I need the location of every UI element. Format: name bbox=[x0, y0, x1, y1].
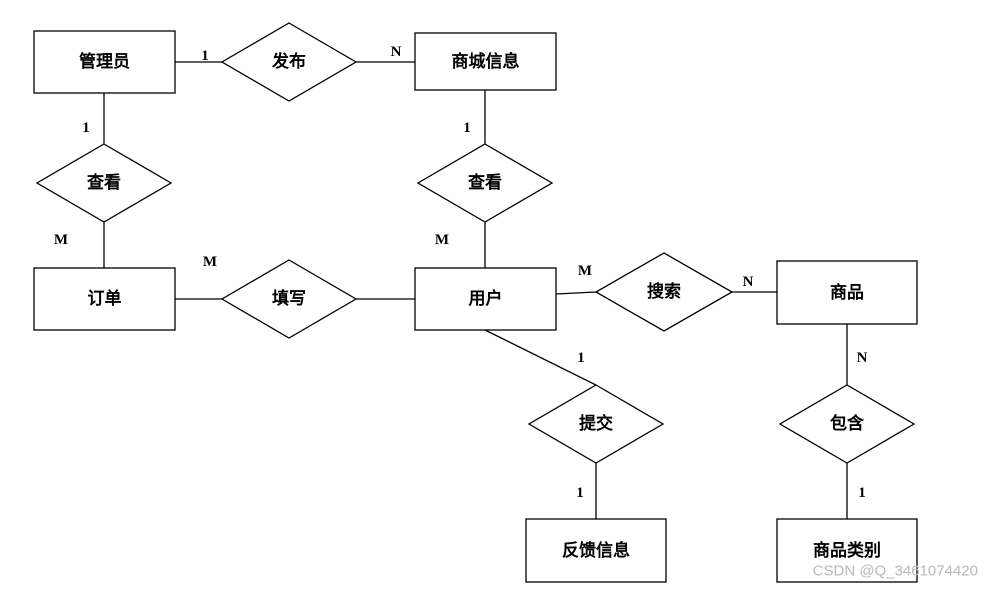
entity-box bbox=[776, 518, 918, 583]
relation-submit: 提交 bbox=[527, 384, 665, 464]
relation-fill: 填写 bbox=[220, 259, 358, 339]
cardinality-user-submit: 1 bbox=[577, 350, 585, 366]
cardinality-admin-publish: 1 bbox=[201, 48, 209, 64]
cardinality-admin-view: 1 bbox=[82, 120, 90, 136]
relation-label: 查看 bbox=[467, 172, 502, 193]
cardinalities: 1 N 1 M 1 M M M N 1 1 N 1 bbox=[54, 44, 868, 501]
relation-diamond bbox=[527, 384, 665, 464]
relation-diamond bbox=[220, 259, 358, 339]
entity-label: 反馈信息 bbox=[562, 540, 630, 561]
entity-label: 用户 bbox=[469, 288, 503, 309]
relation-label: 查看 bbox=[86, 172, 121, 193]
relation-search: 搜索 bbox=[594, 252, 734, 332]
relation-diamond bbox=[778, 384, 916, 464]
relation-label: 包含 bbox=[830, 413, 865, 434]
edge-user-submit bbox=[484, 329, 597, 386]
relation-label: 提交 bbox=[579, 413, 613, 434]
entity-order: 订单 bbox=[33, 267, 176, 331]
relation-label: 填写 bbox=[272, 288, 306, 309]
cardinality-user-search: M bbox=[578, 263, 592, 279]
entity-category: 商品类别 bbox=[776, 518, 918, 583]
entity-label: 订单 bbox=[88, 288, 122, 309]
entity-mall-info: 商城信息 bbox=[414, 32, 557, 91]
entity-feedback: 反馈信息 bbox=[525, 518, 667, 583]
entity-box bbox=[33, 30, 176, 94]
edges bbox=[103, 61, 848, 519]
cardinality-contain-category: 1 bbox=[858, 485, 866, 501]
watermark: CSDN @Q_3461074420 bbox=[813, 563, 978, 580]
cardinality-view-order: M bbox=[54, 232, 68, 248]
relation-diamond bbox=[35, 143, 173, 223]
relation-admin-view: 查看 bbox=[35, 143, 173, 223]
entity-box bbox=[776, 260, 918, 325]
entity-box bbox=[414, 267, 557, 331]
relation-diamond bbox=[594, 252, 734, 332]
cardinality-order-fill: M bbox=[203, 254, 217, 270]
cardinality-search-product: N bbox=[743, 274, 754, 290]
cardinality-view-user: M bbox=[435, 232, 449, 248]
entity-label: 商城信息 bbox=[452, 51, 520, 72]
relation-diamond bbox=[220, 22, 358, 102]
entity-product: 商品 bbox=[776, 260, 918, 325]
entity-box bbox=[414, 32, 557, 91]
entity-label: 商品 bbox=[830, 282, 864, 303]
entity-admin: 管理员 bbox=[33, 30, 176, 94]
entity-box bbox=[33, 267, 176, 331]
cardinality-publish-mall-info: N bbox=[391, 44, 402, 60]
cardinality-product-contain: N bbox=[857, 350, 868, 366]
cardinality-mall-info-view: 1 bbox=[463, 120, 471, 136]
entity-label: 管理员 bbox=[79, 51, 130, 72]
relation-publish: 发布 bbox=[220, 22, 358, 102]
relation-label: 搜索 bbox=[647, 281, 681, 302]
entity-user: 用户 bbox=[414, 267, 557, 331]
relation-contain: 包含 bbox=[778, 384, 916, 464]
entity-label: 商品类别 bbox=[813, 540, 881, 561]
entity-box bbox=[525, 518, 667, 583]
cardinality-submit-feedback: 1 bbox=[576, 485, 584, 501]
edge-user-search bbox=[555, 291, 597, 295]
relation-user-view: 查看 bbox=[416, 143, 554, 223]
relation-diamond bbox=[416, 143, 554, 223]
relation-label: 发布 bbox=[271, 51, 306, 72]
